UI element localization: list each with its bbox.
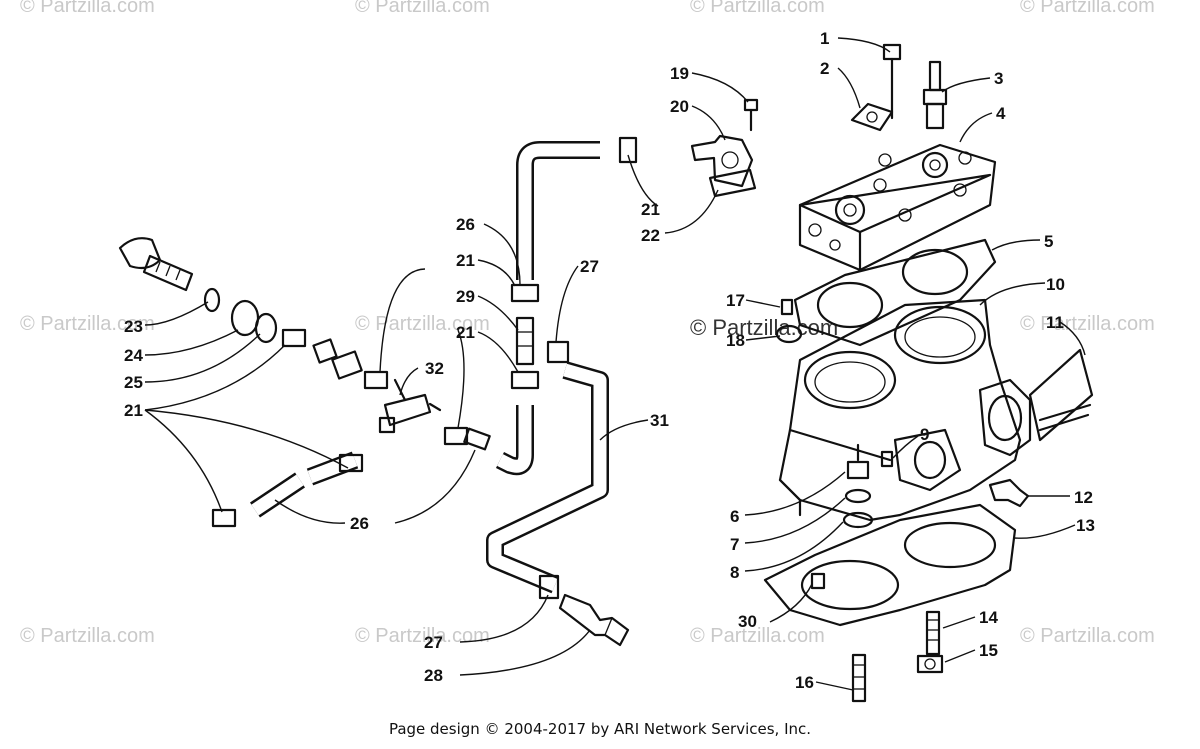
coolant-hoses bbox=[250, 141, 609, 594]
callout-22: 22 bbox=[641, 226, 660, 245]
callout-3: 3 bbox=[994, 69, 1003, 88]
callout-4: 4 bbox=[996, 104, 1006, 123]
part-labels: 1 2 3 4 5 10 11 17 18 9 6 7 8 12 13 30 1… bbox=[124, 29, 1095, 692]
callout-19: 19 bbox=[670, 64, 689, 83]
callout-21-top: 21 bbox=[641, 200, 660, 219]
callout-26-bottom: 26 bbox=[350, 514, 369, 533]
watermark: © Partzilla.com bbox=[690, 625, 825, 647]
callout-24: 24 bbox=[124, 346, 143, 365]
thermostat-gasket bbox=[850, 102, 894, 132]
watermark: © Partzilla.com bbox=[690, 0, 825, 17]
watermark: © Partzilla.com bbox=[355, 625, 490, 647]
watermark: © Partzilla.com bbox=[355, 0, 490, 17]
callout-26-top: 26 bbox=[456, 215, 475, 234]
callout-7: 7 bbox=[730, 535, 739, 554]
callout-28: 28 bbox=[424, 666, 443, 685]
callout-10: 10 bbox=[1046, 275, 1065, 294]
watermark: © Partzilla.com bbox=[355, 313, 490, 335]
copyright-footer: Page design © 2004-2017 by ARI Network S… bbox=[388, 720, 812, 738]
watermark: © Partzilla.com bbox=[690, 315, 838, 340]
callout-27-bottom: 27 bbox=[424, 633, 443, 652]
callout-9: 9 bbox=[920, 425, 929, 444]
callout-17: 17 bbox=[726, 291, 745, 310]
callout-21-mid: 21 bbox=[456, 251, 475, 270]
stud-14 bbox=[925, 610, 941, 656]
head-gasket bbox=[793, 238, 997, 347]
stud-6-7-8 bbox=[842, 443, 874, 529]
callout-15: 15 bbox=[979, 641, 998, 660]
base-gasket bbox=[763, 503, 1017, 627]
watermark: © Partzilla.com bbox=[20, 625, 155, 647]
callout-6: 6 bbox=[730, 507, 739, 526]
head-bolt bbox=[882, 43, 902, 120]
fitting-28 bbox=[558, 593, 630, 647]
nut-25 bbox=[230, 299, 278, 344]
bypass-valve-20 bbox=[690, 134, 757, 198]
callout-25: 25 bbox=[124, 373, 143, 392]
fitting-29 bbox=[515, 316, 535, 366]
dowel-9 bbox=[880, 450, 894, 468]
callout-5: 5 bbox=[1044, 232, 1053, 251]
callout-30: 30 bbox=[738, 612, 757, 631]
callout-12: 12 bbox=[1074, 488, 1093, 507]
dowel-17-18 bbox=[775, 298, 803, 344]
fitting-12 bbox=[988, 478, 1030, 508]
watermark: © Partzilla.com bbox=[1020, 625, 1155, 647]
callout-31: 31 bbox=[650, 411, 669, 430]
dowel-30 bbox=[810, 572, 826, 590]
washer-24 bbox=[203, 287, 221, 313]
hose-pieces-left bbox=[312, 338, 491, 451]
callout-16: 16 bbox=[795, 673, 814, 692]
watermark: © Partzilla.com bbox=[20, 0, 155, 17]
watermark: © Partzilla.com bbox=[1020, 313, 1155, 335]
bleeder-screw-23 bbox=[118, 237, 194, 292]
watermark: © Partzilla.com bbox=[20, 313, 155, 335]
callout-27-top: 27 bbox=[580, 257, 599, 276]
watermarks: © Partzilla.com © Partzilla.com © Partzi… bbox=[20, 0, 1155, 647]
watermark: © Partzilla.com bbox=[1020, 0, 1155, 17]
callout-1: 1 bbox=[820, 29, 829, 48]
callout-23: 23 bbox=[124, 317, 143, 336]
callout-13: 13 bbox=[1076, 516, 1095, 535]
callout-8: 8 bbox=[730, 563, 739, 582]
callout-11: 11 bbox=[1046, 313, 1064, 332]
callout-32: 32 bbox=[425, 359, 444, 378]
nut-15 bbox=[916, 654, 944, 674]
leader-lines bbox=[144, 37, 1086, 691]
exhaust-gasket bbox=[1028, 348, 1094, 442]
stud-16 bbox=[851, 653, 867, 703]
cylinder-block bbox=[778, 298, 1032, 522]
callout-14: 14 bbox=[979, 608, 998, 627]
clamps bbox=[211, 136, 638, 600]
screw-19 bbox=[743, 98, 759, 132]
cylinder-head bbox=[798, 143, 997, 272]
callout-21-center: 21 bbox=[456, 323, 475, 342]
callout-20: 20 bbox=[670, 97, 689, 116]
callout-21-left: 21 bbox=[124, 401, 143, 420]
spark-plug bbox=[922, 60, 948, 130]
callout-29: 29 bbox=[456, 287, 475, 306]
callout-18: 18 bbox=[726, 331, 745, 350]
exploded-parts-diagram: © Partzilla.com © Partzilla.com © Partzi… bbox=[20, 0, 1155, 703]
callout-2: 2 bbox=[820, 59, 829, 78]
